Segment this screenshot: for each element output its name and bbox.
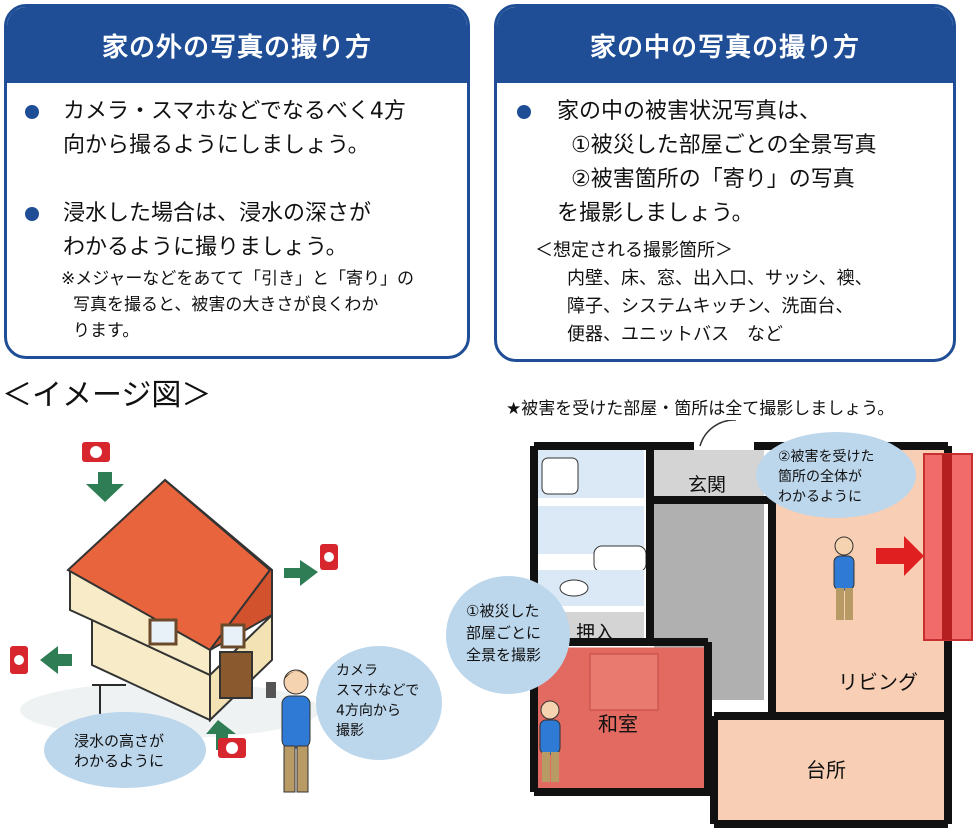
room-bubble-line3: 全景を撮影: [466, 646, 542, 664]
outside-note-line2: 写真を撮ると、被害の大きさが良くわか: [73, 295, 379, 315]
person-icon: [266, 669, 311, 793]
inside-line3: ②被害箇所の「寄り」の写真: [571, 167, 855, 192]
water-height-bubble: [44, 712, 206, 788]
kitchen-room: [714, 720, 946, 820]
outside-note-line1: ※メジャーなどをあてて「引き」と「寄り」の: [61, 269, 415, 289]
entrance-area: [654, 450, 764, 500]
room-closet-label: 押入: [576, 622, 615, 644]
camera-direction-bubble: [316, 646, 442, 760]
camera-icon: [10, 646, 28, 674]
inside-line4: を撮影しましょう。: [557, 201, 754, 226]
camera-bubble-line3: 4方向から: [336, 703, 401, 719]
room-bubble-line2: 部屋ごとに: [466, 624, 542, 642]
bullet-icon: [25, 207, 39, 221]
room-japanese-label: 和室: [598, 712, 638, 736]
camera-icon: [82, 442, 110, 462]
camera-icon: [218, 738, 246, 758]
outside-bullet1-line1: カメラ・スマホなどでなるべく4方: [63, 99, 406, 124]
camera-bubble-line2: スマホなどで: [336, 683, 420, 699]
camera-icon: [320, 544, 338, 570]
damage-bubble-line2: 箇所の全体が: [778, 469, 862, 485]
red-arrow-icon: [876, 536, 924, 576]
outside-panel-title: 家の外の写真の撮り方: [7, 7, 467, 83]
inside-places-line2: 障子、システムキッチン、洗面台、: [567, 296, 854, 317]
outside-photo-panel: 家の外の写真の撮り方 カメラ・スマホなどでなるべく4方 向から撮るようにしましょ…: [4, 4, 470, 359]
damage-bubble: [756, 432, 916, 518]
bullet-icon: [25, 105, 39, 119]
inside-line2: ①被災した部屋ごとの全景写真: [571, 133, 877, 158]
room-bubble-line1: ①被災した: [466, 602, 540, 620]
damage-bubble-line1: ②被害を受けた: [778, 449, 875, 465]
water-bubble-line1: 浸水の高さが: [74, 732, 165, 750]
person-icon: [539, 700, 561, 782]
inside-photo-panel: 家の中の写真の撮り方 家の中の被害状況写真は、 ①被災した部屋ごとの全景写真 ②…: [494, 4, 956, 362]
person-icon: [833, 536, 855, 620]
inside-line1: 家の中の被害状況写真は、: [557, 99, 822, 124]
outside-bullet1-line2: 向から撮るようにしましょう。: [63, 133, 370, 158]
inside-places-line3: 便器、ユニットバス など: [567, 324, 783, 345]
bullet-icon: [517, 105, 531, 119]
outside-bullet2-line2: わかるように撮りましょう。: [63, 235, 348, 260]
outside-note-line3: ります。: [73, 321, 140, 341]
star-note: ★被害を受けた部屋・箇所は全て撮影しましょう。: [506, 399, 895, 419]
arrow-icon: [284, 560, 318, 586]
room-kitchen-label: 台所: [806, 758, 846, 782]
arrow-icon: [40, 646, 72, 674]
room-living-label: リビング: [838, 670, 918, 694]
camera-bubble-line4: 撮影: [336, 723, 364, 739]
inside-panel-title: 家の中の写真の撮り方: [497, 7, 953, 83]
camera-bubble-line1: カメラ: [336, 663, 378, 679]
outside-bullet2-line1: 浸水した場合は、浸水の深さが: [63, 201, 372, 226]
room-overview-bubble: [446, 576, 570, 694]
room-entrance-label: 玄関: [688, 474, 727, 496]
arrow-icon: [206, 720, 236, 750]
water-bubble-line2: わかるように: [74, 752, 165, 770]
image-heading: ＜イメージ図＞: [2, 378, 212, 413]
inside-subheading: ＜想定される撮影箇所＞: [535, 240, 733, 261]
arrow-icon: [86, 472, 124, 502]
damage-bubble-line3: わかるように: [778, 489, 862, 505]
inside-places-line1: 内壁、床、窓、出入口、サッシ、襖、: [567, 268, 873, 289]
